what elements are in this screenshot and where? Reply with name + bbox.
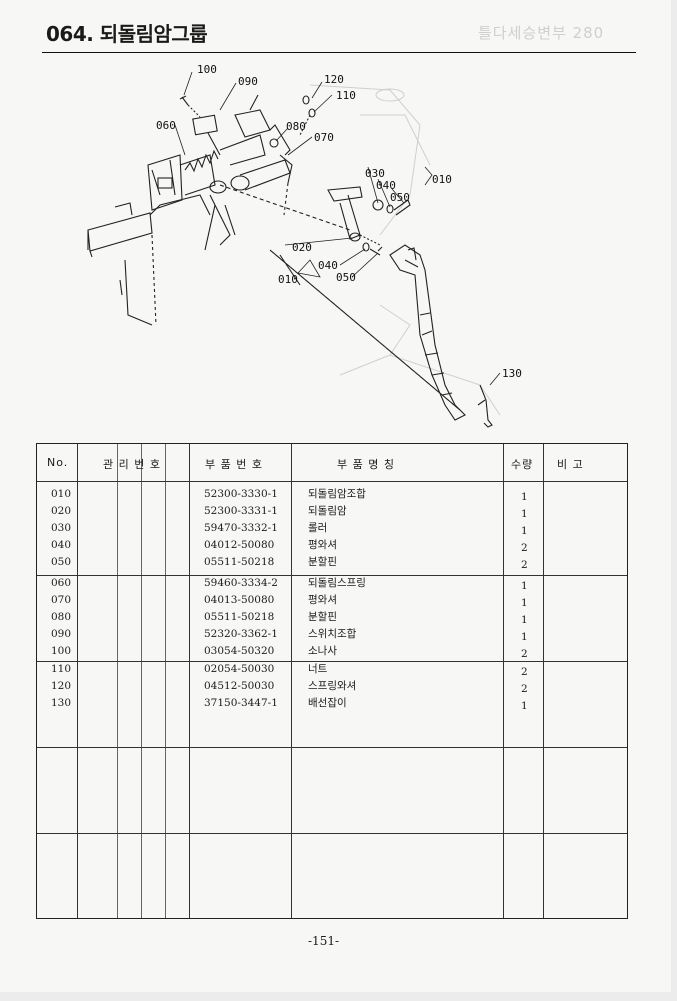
title-rule [42, 52, 636, 53]
callout-030: 030 [365, 167, 385, 180]
header-no: No. [47, 456, 69, 469]
row-part-name: 롤러 [308, 522, 328, 534]
row-part-name: 스위치조합 [308, 628, 357, 640]
row-qty: 2 [521, 542, 528, 554]
group-rule [37, 575, 627, 576]
row-no: 010 [51, 488, 72, 500]
row-qty: 2 [521, 683, 528, 695]
row-no: 130 [51, 697, 72, 709]
callout-130: 130 [502, 367, 522, 380]
row-qty: 1 [521, 614, 528, 626]
callout-070: 070 [314, 131, 334, 144]
row-part-no: 59470-3332-1 [204, 522, 278, 534]
row-qty: 2 [521, 648, 528, 660]
row-part-no: 05511-50218 [204, 556, 275, 568]
row-part-no: 52320-3362-1 [204, 628, 278, 640]
row-part-name: 되돌림암 [308, 505, 347, 517]
callout-040-lower: 040 [318, 259, 338, 272]
row-part-no: 37150-3447-1 [204, 697, 278, 709]
callout-050-lower: 050 [336, 271, 356, 284]
row-qty: 2 [521, 666, 528, 678]
callout-120: 120 [324, 73, 344, 86]
callout-110: 110 [336, 89, 356, 102]
row-no: 020 [51, 505, 72, 517]
parts-table: No. 관 리 번 호 부 품 번 호 부 품 명 칭 수량 비 고 010 5… [36, 443, 628, 919]
row-part-name: 평와셔 [308, 539, 337, 551]
col-divider [189, 444, 190, 918]
col-divider [141, 444, 142, 918]
row-no: 070 [51, 594, 72, 606]
row-qty: 1 [521, 491, 528, 503]
row-part-no: 04512-50030 [204, 680, 275, 692]
callout-050-upper: 050 [390, 191, 410, 204]
row-part-name: 되돌림암조합 [308, 488, 366, 500]
group-rule [37, 661, 627, 662]
row-part-name: 배선잡이 [308, 697, 347, 709]
row-no: 030 [51, 522, 72, 534]
col-divider [291, 444, 292, 918]
row-part-no: 52300-3331-1 [204, 505, 278, 517]
row-qty: 1 [521, 597, 528, 609]
callout-020: 020 [292, 241, 312, 254]
callout-060: 060 [156, 119, 176, 132]
row-part-name: 평와셔 [308, 594, 337, 606]
callout-100: 100 [197, 63, 217, 76]
header-part-no: 부 품 번 호 [205, 458, 263, 471]
row-qty: 2 [521, 559, 528, 571]
row-part-name: 스프링와셔 [308, 680, 357, 692]
row-no: 050 [51, 556, 72, 568]
page-number: -151- [308, 934, 340, 948]
col-divider [117, 444, 118, 918]
row-no: 040 [51, 539, 72, 551]
group-rule [37, 747, 627, 748]
row-no: 100 [51, 645, 72, 657]
ghost-header: 틀다세승변부 280 [478, 24, 605, 42]
row-part-name: 너트 [308, 663, 328, 675]
row-part-no: 04013-50080 [204, 594, 275, 606]
callout-010-lower: 010 [278, 273, 298, 286]
callout-090: 090 [238, 75, 258, 88]
col-divider [77, 444, 78, 918]
row-part-no: 04012-50080 [204, 539, 275, 551]
row-no: 080 [51, 611, 72, 623]
row-part-name: 분할핀 [308, 611, 337, 623]
row-qty: 1 [521, 631, 528, 643]
row-part-name: 분할핀 [308, 556, 337, 568]
group-rule [37, 833, 627, 834]
row-no: 060 [51, 577, 72, 589]
row-part-no: 52300-3330-1 [204, 488, 278, 500]
row-part-no: 59460-3334-2 [204, 577, 278, 589]
header-remark: 비 고 [557, 458, 584, 471]
header-qty: 수량 [511, 458, 534, 471]
row-qty: 1 [521, 580, 528, 592]
row-no: 110 [51, 663, 72, 675]
callout-080: 080 [286, 120, 306, 133]
col-divider [543, 444, 544, 918]
row-part-name: 소나사 [308, 645, 337, 657]
row-part-no: 05511-50218 [204, 611, 275, 623]
row-part-no: 02054-50030 [204, 663, 275, 675]
exploded-parts-diagram: 100 090 120 110 060 080 070 030 040 010 … [87, 63, 522, 428]
row-no: 120 [51, 680, 72, 692]
col-divider [503, 444, 504, 918]
header-rule [37, 481, 627, 482]
row-no: 090 [51, 628, 72, 640]
header-mgmt-no: 관 리 번 호 [103, 458, 161, 471]
header-part-name: 부 품 명 칭 [337, 458, 395, 471]
col-divider [165, 444, 166, 918]
row-qty: 1 [521, 508, 528, 520]
callout-010-upper: 010 [432, 173, 452, 186]
row-part-no: 03054-50320 [204, 645, 275, 657]
page-title: 064. 되돌림암그룹 [46, 22, 208, 46]
callout-040-upper: 040 [376, 179, 396, 192]
row-qty: 1 [521, 525, 528, 537]
row-part-name: 되돌림스프링 [308, 577, 366, 589]
row-qty: 1 [521, 700, 528, 712]
